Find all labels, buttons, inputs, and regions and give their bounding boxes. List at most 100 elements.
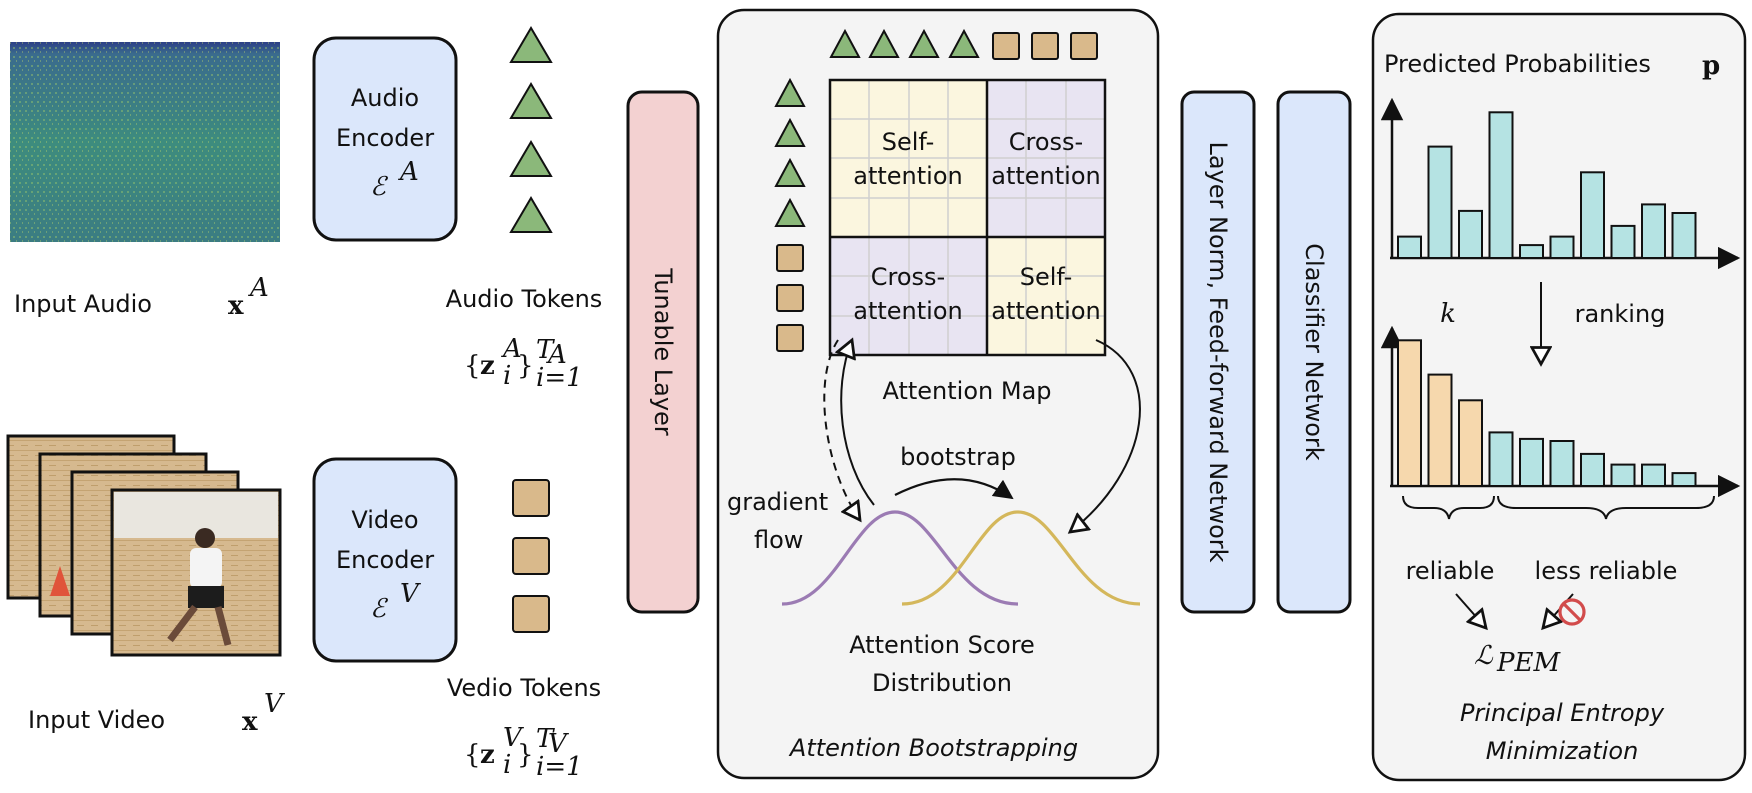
score-distribution-line2: Distribution [872, 669, 1012, 697]
triangle-token-icon [509, 26, 553, 63]
triangle-token-icon [509, 82, 553, 119]
cross-attention-2-line2: attention [853, 297, 962, 325]
player-figure [167, 528, 232, 646]
svg-text:A: A [546, 340, 567, 370]
chart1-bars [1397, 111, 1697, 260]
gradient-flow-arrow [823, 339, 860, 520]
loss-symbol: ℒ [1474, 641, 1494, 671]
ranked-probability-bar [1427, 373, 1453, 488]
square-token-icon [512, 595, 550, 633]
video-input-symbol: x [242, 707, 258, 737]
less-reliable-brace [1497, 495, 1715, 520]
attention-bootstrapping-panel: Self- attention Cross- attention Cross- … [716, 8, 1160, 780]
classifier-label: Classifier Network [1300, 243, 1328, 460]
source-distribution-curve [781, 510, 1019, 606]
triangle-token-icon [868, 28, 900, 58]
video-encoder: Video Encoder ℰ V [312, 457, 458, 663]
pem-footer-line1: Principal Entropy [1460, 699, 1665, 727]
gradient-flow-line1: gradient [727, 488, 828, 516]
reliable-to-loss-arrow [1455, 593, 1486, 628]
svg-text:z: z [480, 351, 495, 381]
square-token-icon [776, 244, 804, 272]
audio-tokens-formula: { z A i } T A i=1 [464, 334, 583, 393]
self-attention-2-line1: Self- [1020, 263, 1072, 291]
probability-bar [1610, 224, 1636, 259]
svg-text:V: V [503, 723, 524, 753]
audio-spectrogram [10, 42, 280, 242]
probability-bar [1580, 171, 1605, 259]
input-audio-label: Input Audio [14, 290, 152, 318]
ranking-label: ranking [1575, 300, 1666, 328]
svg-text:T: T [536, 335, 555, 365]
audio-token-column [509, 26, 553, 233]
less-reliable-label: less reliable [1535, 557, 1678, 585]
svg-text:{: { [464, 351, 481, 381]
audio-tokens-label: Audio Tokens [446, 285, 603, 313]
triangle-token-icon [774, 197, 806, 227]
score-distribution-line1: Attention Score [849, 631, 1035, 659]
reliable-brace [1402, 495, 1495, 520]
pem-footer-line2: Minimization [1486, 737, 1639, 765]
loss-subscript: PEM [1496, 648, 1561, 678]
bootstrap-label: bootstrap [900, 443, 1016, 471]
probability-bar [1458, 209, 1483, 259]
probability-bar [1519, 244, 1544, 260]
triangle-token-icon [774, 117, 806, 147]
audio-encoder-sup: A [398, 157, 419, 187]
ranked-probability-bar [1519, 437, 1544, 487]
audio-input-sup: A [248, 273, 269, 303]
forbidden-icon [1558, 598, 1586, 626]
triangle-token-icon [509, 196, 553, 233]
svg-text:i=1: i=1 [536, 363, 583, 393]
chart2-bars [1397, 339, 1697, 488]
video-encoder-symbol: ℰ [370, 594, 388, 624]
svg-text:A: A [501, 334, 522, 364]
square-token-icon [992, 32, 1020, 60]
classifier-block: Classifier Network [1276, 90, 1352, 614]
square-token-icon [1070, 32, 1098, 60]
audio-input-symbol: x [228, 291, 244, 321]
attention-left-tokens [774, 77, 806, 352]
square-token-icon [776, 284, 804, 312]
cross-attention-1-line1: Cross- [1009, 128, 1083, 156]
layer-norm-block: Layer Norm, Feed-forward Network [1180, 90, 1256, 614]
reliable-label: reliable [1406, 557, 1495, 585]
cross-attention-1-line2: attention [991, 162, 1100, 190]
video-tokens-label: Vedio Tokens [447, 674, 601, 702]
probability-bar [1427, 145, 1453, 260]
svg-text:{: { [464, 740, 481, 770]
ranked-probability-bar [1641, 463, 1666, 488]
video-encoder-line2: Encoder [336, 546, 434, 574]
square-token-icon [776, 324, 804, 352]
bootstrap-arrow [894, 478, 1014, 500]
ranked-probability-bar [1580, 452, 1605, 487]
svg-text:V: V [548, 729, 569, 759]
k-label: k [1440, 299, 1456, 329]
probability-bar [1641, 203, 1666, 259]
triangle-token-icon [774, 157, 806, 187]
self-attention-to-target-arrow [1070, 339, 1141, 532]
attention-top-tokens [829, 28, 1098, 60]
input-video-label: Input Video [28, 706, 165, 734]
video-tokens-formula: { z V i } T V i=1 [464, 723, 583, 782]
svg-text:i: i [503, 361, 511, 391]
ranked-probability-bar [1458, 399, 1483, 487]
tunable-layer-label: Tunable Layer [649, 267, 677, 435]
triangle-token-icon [908, 28, 940, 58]
video-token-column [512, 479, 550, 633]
svg-text:i: i [503, 750, 511, 780]
audio-encoder-line1: Audio [351, 84, 419, 112]
video-encoder-sup: V [400, 579, 421, 609]
svg-text:}: } [517, 351, 534, 381]
square-token-icon [512, 479, 550, 517]
self-attention-2-line2: attention [991, 297, 1100, 325]
square-token-icon [1031, 32, 1059, 60]
attention-map-label: Attention Map [882, 377, 1051, 405]
ranked-probability-bar [1671, 472, 1697, 488]
cross-attention-2-line1: Cross- [871, 263, 945, 291]
ranked-probability-bar [1610, 463, 1636, 488]
svg-text:T: T [536, 724, 555, 754]
attention-map: Self- attention Cross- attention Cross- … [828, 78, 1107, 357]
triangle-token-icon [948, 28, 980, 58]
